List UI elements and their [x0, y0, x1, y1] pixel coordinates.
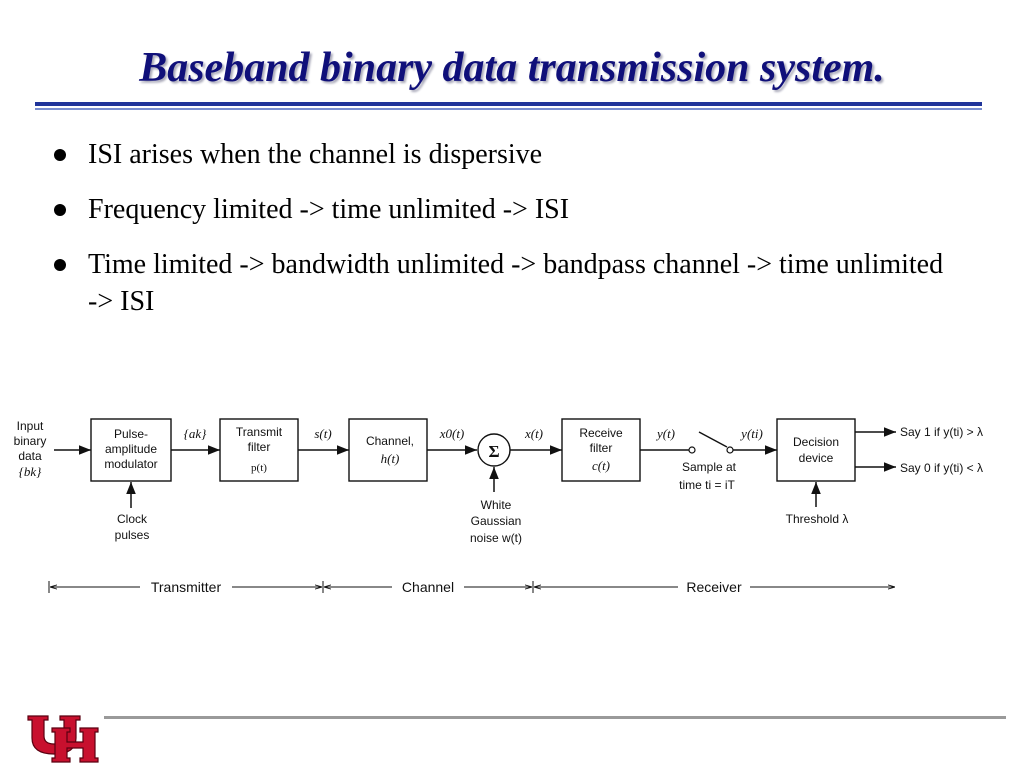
svg-text:amplitude: amplitude	[105, 442, 157, 456]
noise-label: White Gaussian noise w(t)	[470, 498, 522, 545]
sample-time-label: Sample at time ti = iT	[679, 460, 737, 492]
clock-pulses-label: Clock pulses	[115, 512, 150, 542]
section-transmitter: Transmitter	[151, 579, 222, 595]
input-label: Input binary data {bk}	[14, 419, 47, 479]
svg-text:filter: filter	[248, 440, 271, 454]
title-rule-thin	[35, 108, 982, 110]
yt-label: y(t)	[655, 426, 675, 441]
svg-text:pulses: pulses	[115, 528, 150, 542]
bullet-dot-icon	[54, 259, 66, 271]
svg-text:Sample at: Sample at	[682, 460, 737, 474]
slide-title: Baseband binary data transmission system…	[139, 45, 885, 91]
sampler-switch	[688, 431, 734, 454]
ak-label: {ak}	[184, 426, 207, 441]
svg-text:Receive: Receive	[579, 426, 623, 440]
svg-text:noise w(t): noise w(t)	[470, 531, 522, 545]
svg-text:Gaussian: Gaussian	[471, 514, 522, 528]
section-spans	[48, 581, 895, 593]
svg-text:filter: filter	[590, 441, 613, 455]
svg-text:modulator: modulator	[104, 457, 157, 471]
bullet-item: Frequency limited -> time unlimited -> I…	[48, 191, 948, 228]
section-receiver: Receiver	[686, 579, 742, 595]
svg-text:binary: binary	[14, 434, 47, 448]
svg-text:White: White	[481, 498, 512, 512]
footer-rule	[104, 716, 1006, 719]
threshold-label: Threshold λ	[786, 512, 849, 526]
output-say-1: Say 1 if y(ti) > λ	[900, 425, 983, 439]
bullet-text: Time limited -> bandwidth unlimited -> b…	[88, 249, 944, 317]
svg-text:Input: Input	[17, 419, 44, 433]
xt-label: x(t)	[524, 426, 543, 441]
x0t-label: x0(t)	[439, 426, 465, 441]
bullet-list: ISI arises when the channel is dispersiv…	[48, 136, 948, 338]
bullet-item: Time limited -> bandwidth unlimited -> b…	[48, 246, 948, 320]
bullet-text: ISI arises when the channel is dispersiv…	[88, 139, 543, 170]
svg-text:Decision: Decision	[793, 435, 839, 449]
bullet-text: Frequency limited -> time unlimited -> I…	[88, 194, 570, 225]
svg-text:p(t): p(t)	[251, 462, 267, 474]
svg-text:{bk}: {bk}	[19, 464, 42, 479]
summing-junction: Σ	[477, 433, 511, 467]
st-label: s(t)	[314, 426, 331, 441]
svg-text:Transmit: Transmit	[236, 425, 283, 439]
yti-label: y(ti)	[739, 426, 763, 441]
svg-text:time ti = iT: time ti = iT	[679, 478, 735, 492]
svg-text:data: data	[18, 449, 42, 463]
pam-block: Pulse- amplitude modulator	[90, 418, 172, 482]
svg-text:Channel,: Channel,	[366, 434, 414, 448]
channel-block: Channel, h(t)	[348, 418, 428, 482]
receive-filter-block: Receive filter c(t)	[561, 418, 641, 482]
svg-text:device: device	[799, 451, 834, 465]
svg-text:Σ: Σ	[488, 442, 499, 461]
svg-text:Pulse-: Pulse-	[114, 427, 148, 441]
transmission-block-diagram: Input binary data {bk} Pulse- amplitude …	[14, 418, 983, 595]
bullet-dot-icon	[54, 149, 66, 161]
svg-text:h(t): h(t)	[381, 451, 400, 466]
svg-text:Clock: Clock	[117, 512, 148, 526]
section-channel: Channel	[402, 579, 454, 595]
bullet-item: ISI arises when the channel is dispersiv…	[48, 136, 948, 173]
transmit-filter-block: Transmit filter p(t)	[219, 418, 299, 482]
title-rule	[35, 102, 982, 106]
uh-logo-icon	[27, 715, 99, 763]
bullet-dot-icon	[54, 204, 66, 216]
svg-text:c(t): c(t)	[592, 458, 610, 473]
decision-device-block: Decision device	[776, 418, 856, 482]
output-say-0: Say 0 if y(ti) < λ	[900, 461, 983, 475]
